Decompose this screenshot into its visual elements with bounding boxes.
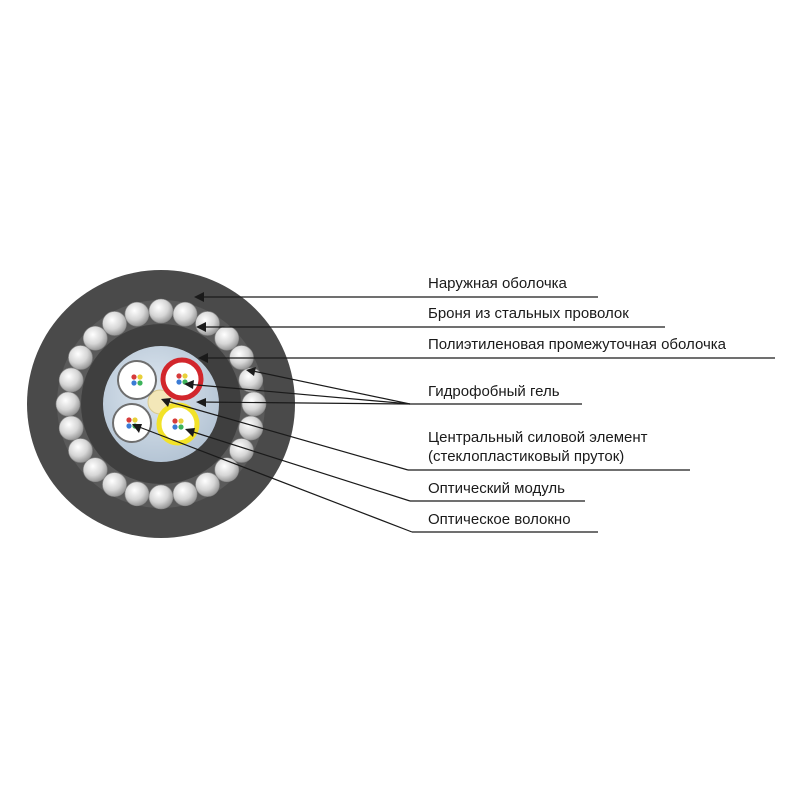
arrowhead-central-member (161, 398, 171, 407)
arrowhead-fiber (132, 424, 142, 433)
armor-wire (68, 438, 93, 463)
leader-line-module (186, 429, 411, 502)
armor-wire (124, 481, 150, 507)
optical-fiber (131, 374, 137, 380)
armor-wire (195, 311, 220, 336)
arrowhead-module (185, 428, 195, 437)
optical-fiber (126, 423, 132, 429)
arrowhead-pe-sheath (198, 353, 208, 363)
leader-line-gel-2 (185, 383, 411, 405)
armor-wire (241, 391, 267, 417)
optical-fiber (172, 418, 178, 424)
armor-wire (124, 301, 150, 327)
arrowhead-gel-2 (184, 380, 194, 389)
optical-module-white-top (117, 360, 157, 400)
armor-wire (229, 438, 254, 463)
armor-wire (82, 457, 108, 483)
label-optical-fiber: Оптическое волокно (428, 511, 571, 528)
optical-fiber (176, 379, 182, 385)
armor-wire (148, 484, 174, 510)
arrowhead-gel-1 (246, 367, 256, 376)
armor-wire (238, 367, 264, 393)
leader-line-central-member (162, 399, 409, 471)
optical-fiber (137, 374, 143, 380)
leader-line-gel-1 (247, 369, 411, 405)
leader-lines (133, 296, 775, 533)
armor-wire (82, 325, 108, 351)
armor-wire (68, 345, 93, 370)
label-outer-sheath: Наружная оболочка (428, 275, 567, 292)
optical-fiber (178, 424, 184, 430)
optical-fiber (132, 417, 138, 423)
label-central-strength-member-note: (стеклопластиковый пруток) (428, 448, 625, 465)
label-pe-intermediate-sheath: Полиэтиленовая промежуточная оболочка (428, 336, 727, 353)
optical-module-white-bottom (112, 403, 152, 443)
armor-wire (195, 472, 220, 497)
armor-wire (214, 457, 240, 483)
arrowhead-gel-3 (196, 398, 206, 407)
armor-wire (102, 472, 127, 497)
armor-wire (214, 325, 240, 351)
label-central-strength-member: Центральный силовой элемент (428, 429, 648, 446)
armor-wire (102, 311, 127, 336)
label-optical-module: Оптический модуль (428, 480, 565, 497)
optical-module-red (160, 357, 204, 401)
optical-fiber (131, 380, 137, 386)
armor-wire (172, 301, 198, 327)
optical-fiber (137, 380, 143, 386)
label-hydrophobic-gel: Гидрофобный гель (428, 383, 560, 400)
label-steel-armor: Броня из стальных проволок (428, 305, 629, 322)
arrowhead-armor (196, 322, 206, 332)
optical-fiber (172, 424, 178, 430)
armor-wire (58, 367, 84, 393)
leader-line-gel-3 (197, 401, 411, 405)
arrowhead-outer-sheath (194, 292, 204, 302)
leader-line-fiber (133, 424, 413, 533)
steel-armor-wires (55, 298, 267, 510)
optical-fiber (176, 373, 182, 379)
armor-wire (172, 481, 198, 507)
optical-fiber (178, 418, 184, 424)
armor-wire (58, 415, 84, 441)
optical-fiber (126, 417, 132, 423)
arrowheads (132, 292, 256, 437)
armor-wire (55, 391, 81, 417)
optical-fiber (182, 373, 188, 379)
optical-module-yellow (156, 402, 200, 446)
armor-wire (148, 298, 174, 324)
